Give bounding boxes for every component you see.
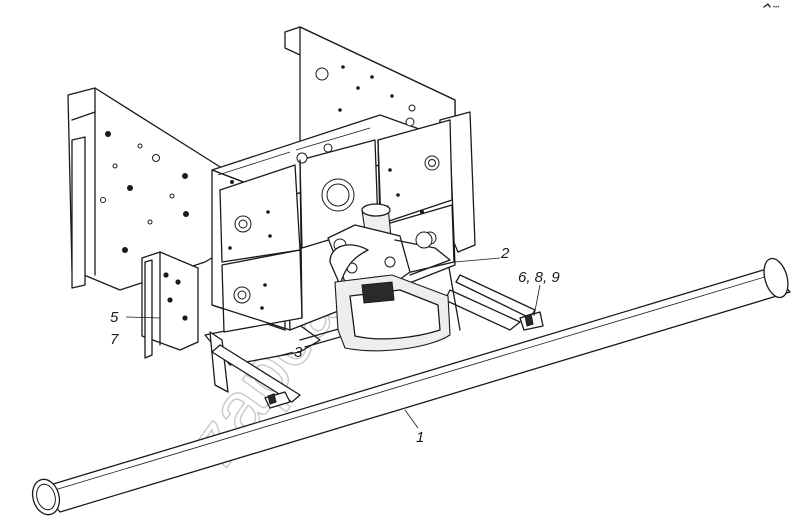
tube xyxy=(31,257,791,516)
left-side-plate xyxy=(67,87,226,359)
callout-7: 7 xyxy=(110,331,119,348)
callout-3: 3 xyxy=(277,344,303,361)
callout-1: 1 xyxy=(404,409,424,446)
svg-text:2: 2 xyxy=(500,245,510,262)
callout-2: 2 xyxy=(454,245,510,263)
callout-5: 5 xyxy=(110,309,161,326)
corner-logo: ••• xyxy=(763,3,779,11)
svg-text:7: 7 xyxy=(110,331,119,348)
svg-text:6, 8, 9: 6, 8, 9 xyxy=(518,269,560,286)
coupling-device xyxy=(327,203,451,352)
svg-text:1: 1 xyxy=(416,429,424,446)
svg-text:5: 5 xyxy=(110,309,119,326)
lower-frame xyxy=(204,261,536,403)
svg-text:3: 3 xyxy=(294,344,303,361)
svg-text:•••: ••• xyxy=(773,5,779,11)
callout-6-8-9: 6, 8, 9 xyxy=(518,269,560,317)
